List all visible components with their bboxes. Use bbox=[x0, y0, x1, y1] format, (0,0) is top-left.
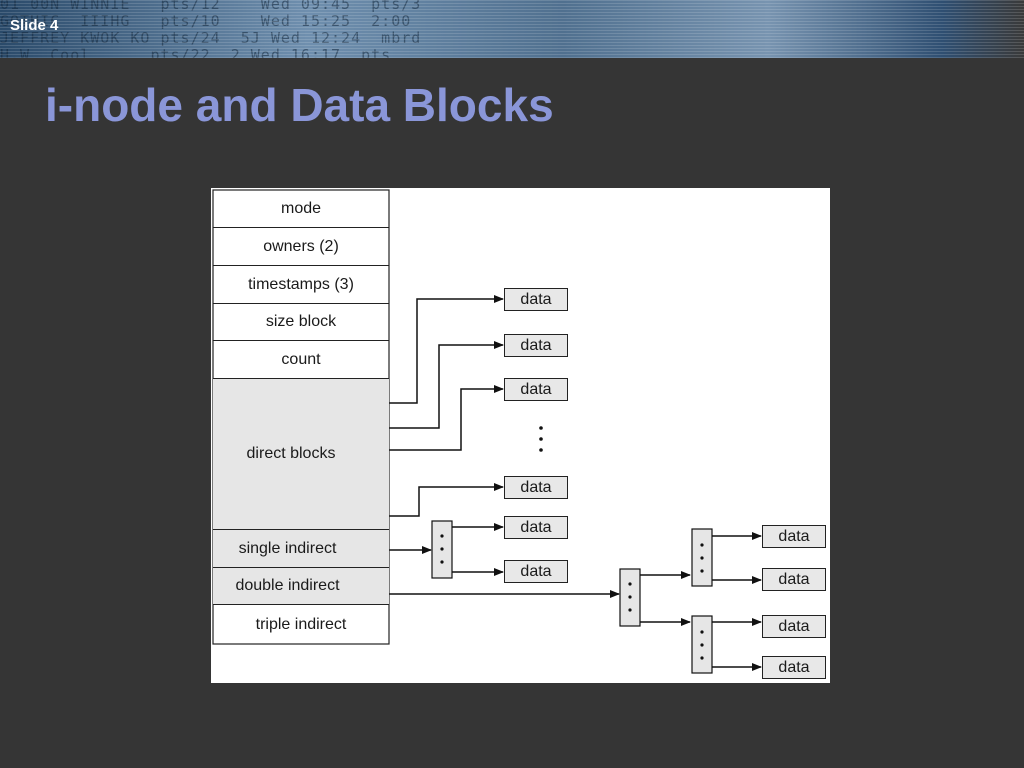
inode-field-size-block: size block bbox=[213, 304, 389, 341]
direct-blocks-label: direct blocks bbox=[246, 445, 336, 462]
data-block: data bbox=[504, 378, 568, 401]
banner-scanlines bbox=[0, 0, 1024, 58]
inode-diagram: mode owners (2) timestamps (3) size bloc… bbox=[211, 188, 830, 683]
data-block: data bbox=[504, 334, 568, 357]
inode-field-direct-blocks: direct blocks bbox=[213, 379, 389, 530]
data-block: data bbox=[762, 615, 826, 638]
data-block: data bbox=[504, 476, 568, 499]
banner-texture: 01 00N WINNIE pts/12 Wed 09:45 pts/3 GOT… bbox=[0, 0, 421, 58]
header-banner: 01 00N WINNIE pts/12 Wed 09:45 pts/3 GOT… bbox=[0, 0, 1024, 58]
inode-field-timestamps: timestamps (3) bbox=[213, 266, 389, 304]
slide-title: i-node and Data Blocks bbox=[45, 79, 554, 131]
inode-field-double-indirect: double indirect bbox=[213, 568, 389, 605]
slide-number: Slide 4 bbox=[10, 17, 59, 34]
single-indirect-label: single indirect bbox=[238, 539, 337, 557]
inode-field-count: count bbox=[213, 341, 389, 379]
inode-field-mode: mode bbox=[213, 190, 389, 228]
data-block: data bbox=[504, 516, 568, 539]
inode-field-single-indirect: single indirect bbox=[213, 530, 389, 568]
inode-field-owners: owners (2) bbox=[213, 228, 389, 266]
data-block: data bbox=[762, 656, 826, 679]
data-block: data bbox=[762, 525, 826, 548]
inode-field-triple-indirect: triple indirect bbox=[255, 615, 347, 633]
double-indirect-label: double indirect bbox=[235, 577, 340, 594]
data-block: data bbox=[504, 560, 568, 583]
data-block: data bbox=[504, 288, 568, 311]
data-block: data bbox=[762, 568, 826, 591]
